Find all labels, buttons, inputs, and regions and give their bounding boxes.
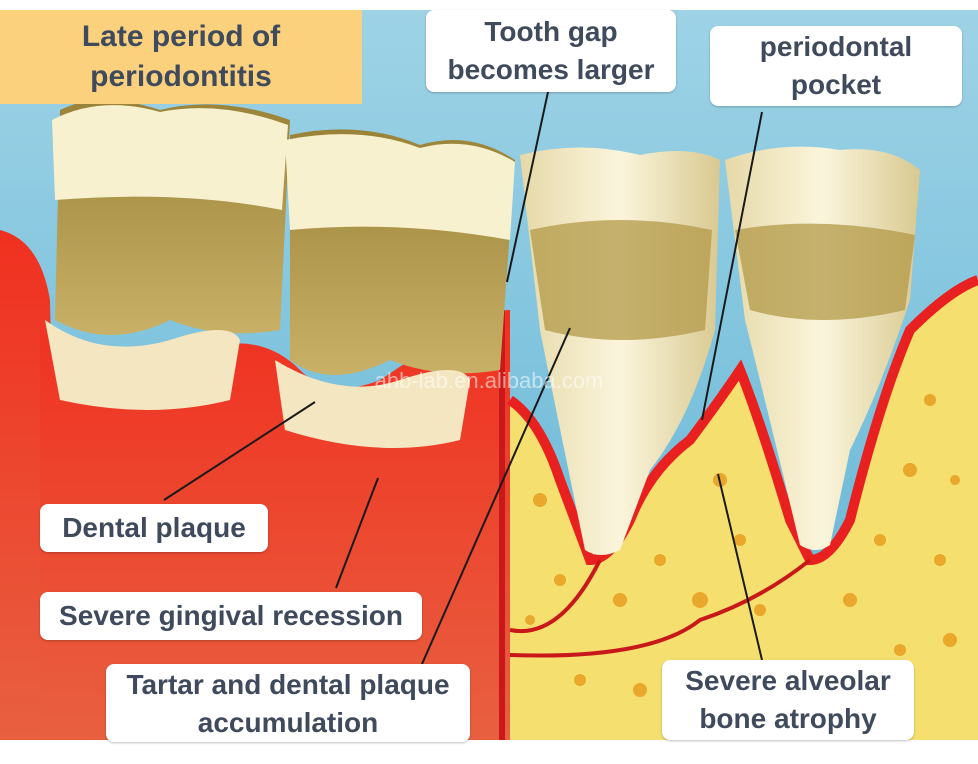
watermark: ahb-lab.en.alibaba.com [354, 368, 624, 394]
tartar-line-1: Tartar and dental plaque [106, 666, 470, 704]
label-tooth-gap: Tooth gap becomes larger [426, 10, 676, 92]
tooth-gap-line-2: becomes larger [426, 51, 676, 89]
label-tartar-accumulation: Tartar and dental plaque accumulation [106, 664, 470, 742]
dental-plaque-text: Dental plaque [40, 509, 268, 547]
periodontal-pocket-line-2: pocket [710, 66, 962, 104]
tartar-line-2: accumulation [106, 704, 470, 742]
label-gingival-recession: Severe gingival recession [40, 592, 422, 640]
tooth-gap-line-1: Tooth gap [426, 13, 676, 51]
bone-atrophy-line-1: Severe alveolar [662, 662, 914, 700]
label-bone-atrophy: Severe alveolar bone atrophy [662, 660, 914, 740]
title-line-2: periodontitis [0, 57, 362, 97]
periodontal-pocket-line-1: periodontal [710, 28, 962, 66]
bone-atrophy-line-2: bone atrophy [662, 700, 914, 738]
label-periodontal-pocket: periodontal pocket [710, 26, 962, 106]
label-dental-plaque: Dental plaque [40, 504, 268, 552]
page-title: Late period of periodontitis [0, 10, 362, 104]
gingival-recession-text: Severe gingival recession [40, 597, 422, 635]
title-line-1: Late period of [0, 17, 362, 57]
